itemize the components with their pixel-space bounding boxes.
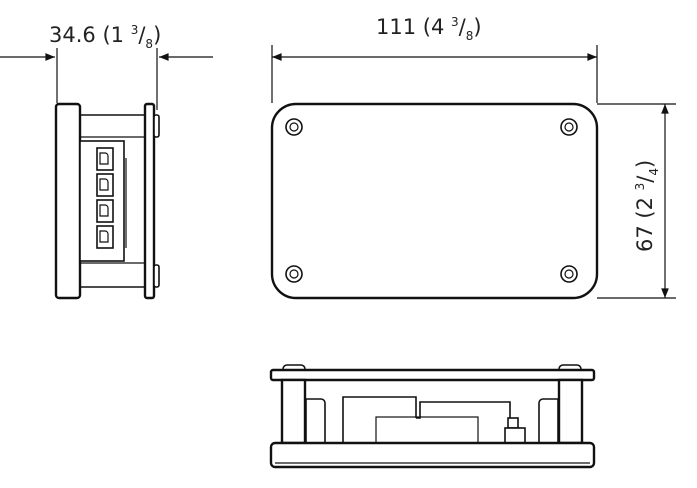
terminal-connector xyxy=(96,225,114,249)
mounting-hole xyxy=(285,118,303,136)
mounting-hole xyxy=(560,118,578,136)
depth-label: 34.6 (1 3/8) xyxy=(49,23,161,51)
width-label: 111 (4 3/8) xyxy=(376,15,482,43)
height-dimension: 67 (2 3/4) xyxy=(597,103,676,299)
width-dimension: 111 (4 3/8) xyxy=(271,15,598,103)
terminal-connector xyxy=(96,173,114,197)
bottom-view xyxy=(269,364,596,469)
terminal-connector xyxy=(96,147,114,171)
terminal-connector xyxy=(96,199,114,223)
side-view xyxy=(54,102,160,300)
height-label: 67 (2 3/4) xyxy=(633,160,661,252)
mounting-hole xyxy=(560,265,578,283)
depth-dimension: 34.6 (1 3/8) xyxy=(0,23,213,110)
front-view xyxy=(270,102,599,300)
mounting-hole xyxy=(285,265,303,283)
